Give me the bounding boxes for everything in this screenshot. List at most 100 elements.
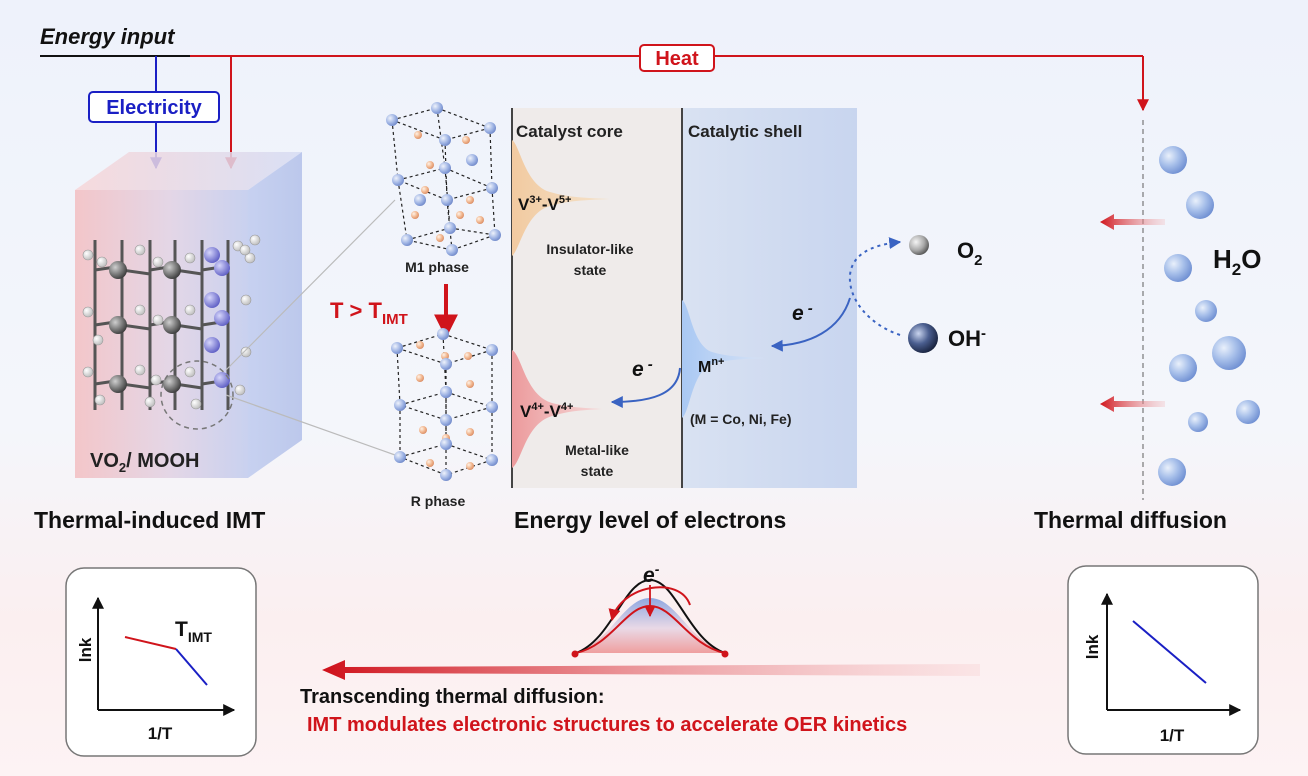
electricity-label: Electricity <box>106 97 202 119</box>
oxygen-site <box>419 426 427 434</box>
barrier-dot-right <box>721 650 729 658</box>
zoom-line-bottom <box>225 394 396 456</box>
lattice-edge <box>406 227 451 241</box>
oxygen-atom <box>239 244 251 256</box>
vanadium-site <box>414 194 426 206</box>
oxygen-atom <box>134 364 146 376</box>
metal-peak <box>512 350 603 468</box>
lattice-edge <box>451 234 496 251</box>
insulator-label-2: state <box>574 262 607 278</box>
vanadium-site <box>431 102 443 114</box>
oxygen-atom <box>144 396 156 408</box>
lattice-edge <box>446 187 493 201</box>
electricity-box <box>88 91 220 123</box>
zoom-circle <box>160 360 234 430</box>
water-bubble-icon <box>1159 146 1187 174</box>
oxygen-atom <box>82 249 94 261</box>
mn-peak <box>682 300 765 418</box>
catalytic-shell-panel <box>682 108 857 488</box>
oxygen-site <box>441 352 449 360</box>
vanadium-atom <box>109 261 127 279</box>
energy-barrier-fill <box>576 598 725 653</box>
lattice-edge <box>445 391 493 408</box>
energy-level-label: Energy level of electrons <box>514 507 786 533</box>
lattice-edge <box>399 456 447 476</box>
vanadium-site <box>441 194 453 206</box>
metal-label-2: state <box>581 463 614 479</box>
vanadium-site <box>489 229 501 241</box>
vanadium-site <box>440 358 452 370</box>
lattice-edge <box>445 406 493 421</box>
vanadium-site <box>486 344 498 356</box>
vanadium-site <box>386 114 398 126</box>
lattice-edge <box>399 391 447 406</box>
lattice-edge <box>442 333 493 351</box>
vanadium-site <box>440 469 452 481</box>
metal-label-1: Metal-like <box>565 442 629 458</box>
t-imt-condition: T > TIMT <box>330 298 408 328</box>
lattice-edge <box>489 127 493 189</box>
o2-label: O2 <box>957 238 982 269</box>
catalytic-shell-label: Catalytic shell <box>688 122 802 141</box>
barrier-black <box>575 578 726 654</box>
vanadium-site <box>486 401 498 413</box>
lattice-edge <box>444 167 493 189</box>
oxygen-atom <box>94 394 106 406</box>
oxygen-site <box>466 428 474 436</box>
e-minus-core: e- <box>632 356 653 381</box>
metal-atom <box>204 337 220 353</box>
vanadium-atom <box>163 316 181 334</box>
metal-atom <box>214 310 230 326</box>
oh-label: OH- <box>948 325 986 351</box>
oxygen-site <box>416 374 424 382</box>
heat-arrow-lower <box>1100 396 1165 412</box>
metal-atom <box>214 372 230 388</box>
oxygen-atom <box>82 366 94 378</box>
oxygen-atom <box>92 334 104 346</box>
thermal-diffusion-label: Thermal diffusion <box>1034 507 1227 533</box>
vanadium-site <box>446 244 458 256</box>
imt-line-red <box>124 636 177 650</box>
water-bubble-icon <box>1212 336 1246 370</box>
vanadium-site <box>439 134 451 146</box>
oxygen-atom <box>184 366 196 378</box>
oxygen-atom <box>96 256 108 268</box>
oh-sphere-icon <box>908 323 938 353</box>
oxygen-atom <box>184 304 196 316</box>
oxygen-atom <box>190 398 202 410</box>
oxygen-site <box>466 462 474 470</box>
thermal-imt-label: Thermal-induced IMT <box>34 507 265 533</box>
arrh-ylabel: lnk <box>1083 634 1102 659</box>
imt-timt-label: TIMT <box>175 618 212 645</box>
vanadium-site <box>394 451 406 463</box>
e-minus-shell: e- <box>792 300 813 325</box>
metal-atom <box>204 292 220 308</box>
water-bubble-icon <box>1236 400 1260 424</box>
vanadium-site <box>440 414 452 426</box>
arrh-line-blue <box>1132 620 1207 684</box>
water-bubble-icon <box>1186 191 1214 219</box>
oxygen-site <box>416 341 424 349</box>
arrhenius-inset-box <box>1067 565 1259 755</box>
oxygen-atom <box>234 384 246 396</box>
oxygen-atom <box>184 252 196 264</box>
oxygen-atom <box>134 244 146 256</box>
lattice-edge <box>444 127 491 141</box>
vanadium-site <box>440 438 452 450</box>
heat-arrow-upper <box>1100 214 1165 230</box>
oxygen-atom <box>240 346 252 358</box>
lattice-edge <box>399 404 447 421</box>
material-label: VO2/ MOOH <box>90 450 199 475</box>
metal-atom <box>214 260 230 276</box>
heat-label: Heat <box>655 48 699 70</box>
lattice-edge <box>397 167 446 181</box>
insulator-peak <box>512 140 610 256</box>
oxygen-atom <box>152 314 164 326</box>
electron-transfer-arrow-shell <box>770 297 851 352</box>
energy-input-label: Energy input <box>40 24 176 49</box>
vanadium-site <box>437 328 449 340</box>
mn-label: Mn+ <box>698 356 724 376</box>
oxygen-site <box>466 380 474 388</box>
lattice-edge <box>396 347 401 406</box>
